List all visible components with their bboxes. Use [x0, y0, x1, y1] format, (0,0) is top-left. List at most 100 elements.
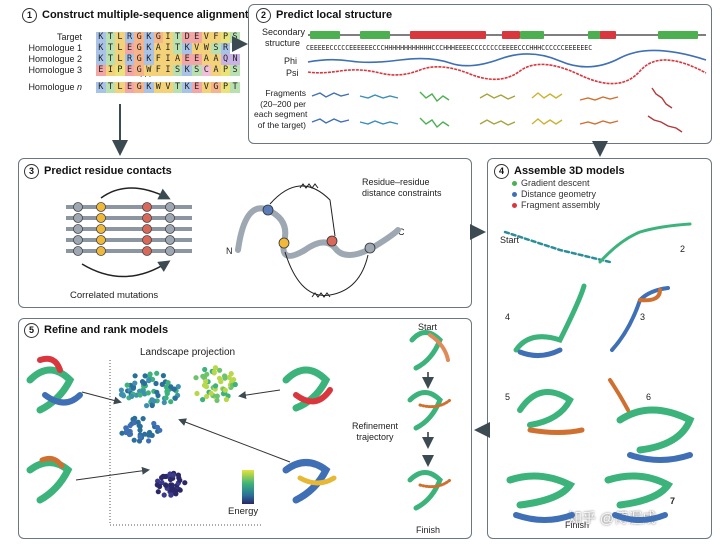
correlated-mutations-label: Correlated mutations: [70, 290, 159, 301]
msa-residue: V: [201, 82, 212, 93]
msa-residue: G: [134, 43, 144, 54]
msa-residue: P: [220, 82, 231, 93]
model-step-3: 3: [640, 312, 646, 322]
step-number-1: 1: [22, 8, 37, 23]
step-number-4: 4: [494, 164, 509, 179]
msa-residue: K: [182, 65, 192, 76]
assembly-finish-label: Finish: [565, 520, 590, 530]
method-fragment-assembly: Fragment assembly: [512, 200, 600, 211]
msa-residue: E: [182, 54, 192, 65]
msa-residue: S: [172, 65, 183, 76]
msa-residue: L: [115, 82, 125, 93]
msa-residue: K: [143, 32, 154, 43]
msa-residue: G: [134, 54, 144, 65]
model-step-2: 2: [680, 244, 686, 254]
msa-residue: G: [134, 32, 144, 43]
msa-residue: S: [211, 43, 221, 54]
msa-residue: W: [143, 65, 154, 76]
msa-residue: G: [134, 82, 144, 93]
method-gradient-descent: Gradient descent: [512, 178, 600, 189]
msa-residue: T: [105, 32, 116, 43]
msa-residue: G: [211, 82, 221, 93]
msa-label-target: Target: [56, 32, 82, 42]
step-number-3: 3: [24, 164, 39, 179]
method-distance-geometry: Distance geometry: [512, 189, 600, 200]
msa-residue: E: [191, 32, 202, 43]
msa-residue: V: [201, 32, 212, 43]
msa-residue: S: [230, 65, 240, 76]
model-step-6: 6: [646, 392, 652, 402]
psi-label: Psi: [286, 68, 299, 78]
msa-residue: K: [96, 43, 106, 54]
msa-residue: I: [163, 32, 173, 43]
msa-residue: A: [153, 43, 164, 54]
msa-residue: T: [172, 82, 183, 93]
refine-finish-label: Finish: [416, 525, 441, 535]
msa-residue: E: [191, 54, 202, 65]
msa-residue: P: [220, 65, 231, 76]
msa-label-h2: Homologue 2: [28, 54, 82, 64]
msa-residue: A: [211, 65, 221, 76]
msa-residue: K: [96, 32, 106, 43]
msa-residue: R: [124, 32, 135, 43]
msa-residue: K: [182, 82, 192, 93]
msa-residue: E: [124, 65, 135, 76]
panel-local-structure: [248, 4, 712, 144]
msa-residue: L: [115, 32, 125, 43]
msa-residue: S: [230, 32, 240, 43]
msa-residue: T: [105, 54, 116, 65]
msa-residue: P: [220, 32, 231, 43]
msa-residue: F: [153, 65, 164, 76]
panel-assemble-3d: [487, 158, 712, 539]
msa-residue: V: [163, 82, 173, 93]
msa-residue: C: [201, 65, 212, 76]
msa-dots: . . .: [140, 70, 152, 79]
ss-string: CEEEEECCCCCEEEEEECCCHHHHHHHHHHHHCCCHHHEE…: [306, 44, 593, 52]
energy-label: Energy: [228, 506, 259, 517]
msa-label-h3: Homologue 3: [28, 65, 82, 75]
msa-residue: T: [172, 43, 183, 54]
msa-residue: R: [124, 54, 135, 65]
model-step-4: 4: [505, 312, 511, 322]
msa-residue: K: [96, 54, 106, 65]
msa-residue: F: [153, 54, 164, 65]
msa-residue: E: [191, 82, 202, 93]
msa-residue: I: [163, 43, 173, 54]
msa-residue: W: [153, 82, 164, 93]
model-step-5: 5: [505, 392, 511, 402]
msa-residue: I: [105, 65, 116, 76]
msa-label-hn: Homologue n: [28, 82, 82, 92]
msa-residue: P: [115, 65, 125, 76]
msa-residue: I: [163, 54, 173, 65]
msa-residue: F: [211, 32, 221, 43]
msa-residue: A: [201, 54, 212, 65]
msa-residue: K: [143, 82, 154, 93]
msa-residue: T: [105, 82, 116, 93]
msa-residue: E: [124, 82, 135, 93]
msa-residue: R: [220, 43, 231, 54]
msa-residue: G: [134, 65, 144, 76]
msa-residue: K: [143, 54, 154, 65]
msa-residue: W: [201, 43, 212, 54]
msa-residue: E: [124, 43, 135, 54]
step-number-5: 5: [24, 323, 39, 338]
model-step-7: 7: [670, 496, 676, 506]
msa-residue: A: [211, 54, 221, 65]
msa-residue: G: [153, 32, 164, 43]
msa-residue: L: [115, 54, 125, 65]
msa-residue: N: [230, 54, 240, 65]
msa-residue: Q: [220, 54, 231, 65]
n-terminus-label: N: [226, 246, 233, 256]
msa-residue: I: [163, 65, 173, 76]
c-terminus-label: C: [398, 227, 405, 237]
